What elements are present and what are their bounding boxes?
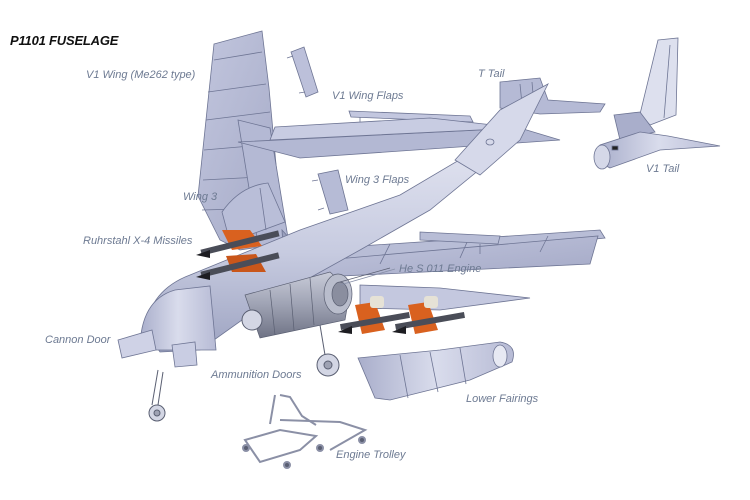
cannon-door-part: [117, 329, 157, 359]
x4-missiles-fuselage: [196, 230, 280, 280]
label-t-tail: T Tail: [478, 68, 505, 80]
v1-wing-flap-small: [286, 46, 319, 98]
label-lower-fairings: Lower Fairings: [466, 393, 539, 405]
diagram-title: P1101 FUSELAGE: [10, 33, 119, 48]
label-ammunition-doors: Ammunition Doors: [211, 369, 302, 381]
label-x4-missiles: Ruhrstahl X-4 Missiles: [83, 235, 193, 247]
label-engine-trolley: Engine Trolley: [336, 449, 406, 461]
engine-leader-line: [339, 268, 396, 286]
wing-3-flaps-part: [311, 169, 349, 215]
lower-fairings-part: [357, 341, 514, 401]
label-v1-wing-flaps: V1 Wing Flaps: [332, 90, 404, 102]
lower-wing: [359, 284, 531, 311]
engine-trolley-part: [242, 394, 368, 469]
ammunition-doors-part: [171, 341, 198, 368]
v1-tail-part: [593, 37, 721, 170]
label-cannon-door: Cannon Door: [45, 334, 111, 346]
label-wing-3: Wing 3: [183, 191, 218, 203]
label-engine: He S 011 Engine: [399, 263, 482, 275]
fuselage-body: [139, 83, 549, 353]
label-v1-wing: V1 Wing (Me262 type): [86, 69, 196, 81]
wing-3-part: [221, 182, 286, 243]
landing-gear: [148, 309, 340, 422]
label-wing-3-flaps: Wing 3 Flaps: [345, 174, 410, 186]
engine-part: [244, 267, 391, 339]
label-v1-tail: V1 Tail: [646, 163, 680, 175]
x4-missiles-wing: [338, 296, 465, 334]
